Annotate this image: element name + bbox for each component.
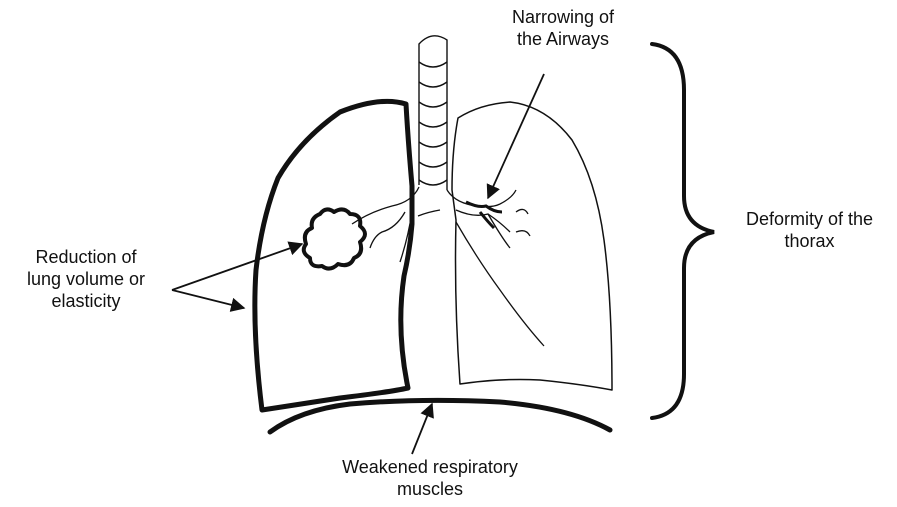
arrow-airways — [488, 74, 544, 198]
label-reduction-line2: lung volume or — [0, 268, 172, 290]
thorax-brace — [652, 44, 714, 418]
diaphragm — [270, 400, 610, 432]
label-narrowing-airways-line2: the Airways — [458, 28, 668, 50]
right-lung-outline — [255, 101, 412, 410]
left-lung-outline — [452, 102, 612, 390]
label-deformity-thorax: Deformity of the thorax — [722, 208, 897, 252]
lesion — [304, 209, 365, 268]
label-thorax-line2: thorax — [722, 230, 897, 252]
label-narrowing-airways-line1: Narrowing of — [458, 6, 668, 28]
label-muscles-line2: muscles — [290, 478, 570, 500]
label-reduction-lung-volume: Reduction of lung volume or elasticity — [0, 246, 172, 312]
label-reduction-line3: elasticity — [0, 290, 172, 312]
arrow-muscles — [412, 404, 432, 454]
label-thorax-line1: Deformity of the — [722, 208, 897, 230]
arrow-lesion — [172, 244, 302, 290]
label-reduction-line1: Reduction of — [0, 246, 172, 268]
label-muscles-line1: Weakened respiratory — [290, 456, 570, 478]
label-weakened-muscles: Weakened respiratory muscles — [290, 456, 570, 500]
bronchi — [352, 187, 530, 262]
cardiac-notch — [456, 222, 544, 346]
trachea — [419, 36, 447, 190]
label-narrowing-airways: Narrowing of the Airways — [458, 6, 668, 50]
arrow-lung-wall — [172, 290, 244, 308]
